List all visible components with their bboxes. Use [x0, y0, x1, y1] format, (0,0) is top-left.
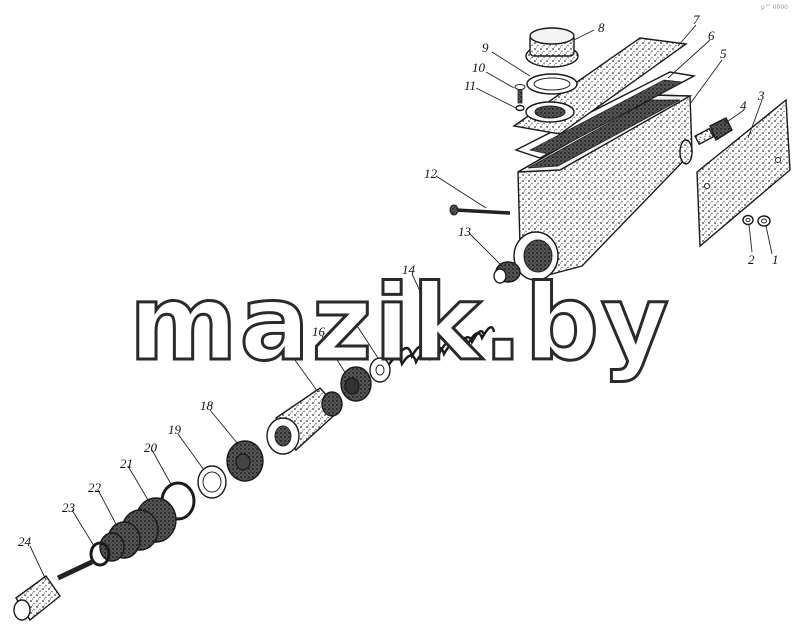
part-17-piston	[266, 387, 343, 455]
callout-20: 20	[144, 440, 158, 455]
callout-10: 10	[472, 60, 486, 75]
part-9-cap-gasket	[526, 73, 578, 95]
part-4-bolt	[694, 117, 733, 146]
callout-5: 5	[720, 46, 727, 61]
part-18-seal	[226, 440, 264, 482]
callout-6: 6	[708, 28, 715, 43]
callout-7: 7	[693, 12, 700, 27]
part-19-lock-washer	[197, 465, 227, 499]
callout-3: 3	[757, 88, 765, 103]
part-22-dust-boot	[99, 521, 141, 562]
part-10-screw	[514, 84, 526, 104]
callout-14: 14	[402, 262, 416, 277]
part-6-gasket	[514, 71, 697, 159]
part-11-washer	[515, 104, 525, 112]
callout-4: 4	[740, 98, 747, 113]
callout-2: 2	[748, 252, 755, 267]
callout-8: 8	[598, 20, 605, 35]
part-12-long-bolt	[449, 204, 511, 216]
callout-11: 11	[464, 78, 476, 93]
part-24-push-rod	[13, 559, 94, 622]
callout-1: 1	[772, 252, 779, 267]
callout-19: 19	[168, 422, 182, 437]
callout-labels: 1 2 3 4 5 6 7 8 9 10 11 12 13 14 15 16 1…	[18, 12, 779, 549]
corner-mark: p™ 0000	[761, 4, 788, 11]
callout-9: 9	[482, 40, 489, 55]
part-2-washer	[742, 214, 754, 226]
callout-16: 16	[312, 324, 326, 339]
callout-12: 12	[424, 166, 438, 181]
callout-23: 23	[62, 500, 76, 515]
part-16-cup-seal	[340, 366, 372, 402]
callout-22: 22	[88, 480, 102, 495]
leader-lines	[29, 24, 773, 581]
part-1-nut	[757, 215, 771, 227]
part-14-spring	[382, 326, 496, 367]
callout-21: 21	[120, 456, 133, 471]
part-7-cover-plate	[512, 37, 688, 135]
callout-15: 15	[342, 304, 356, 319]
callout-17: 17	[284, 344, 298, 359]
cylinder-bore	[513, 231, 559, 281]
callout-18: 18	[200, 398, 214, 413]
part-3-gasket-plate	[696, 98, 791, 248]
part-23-clamp-ring	[89, 541, 111, 567]
callout-13: 13	[458, 224, 472, 239]
part-13-check-valve	[493, 261, 521, 284]
part-8-filler-cap	[525, 27, 579, 68]
callout-24: 24	[18, 534, 32, 549]
part-15-spring-washer	[369, 357, 391, 383]
